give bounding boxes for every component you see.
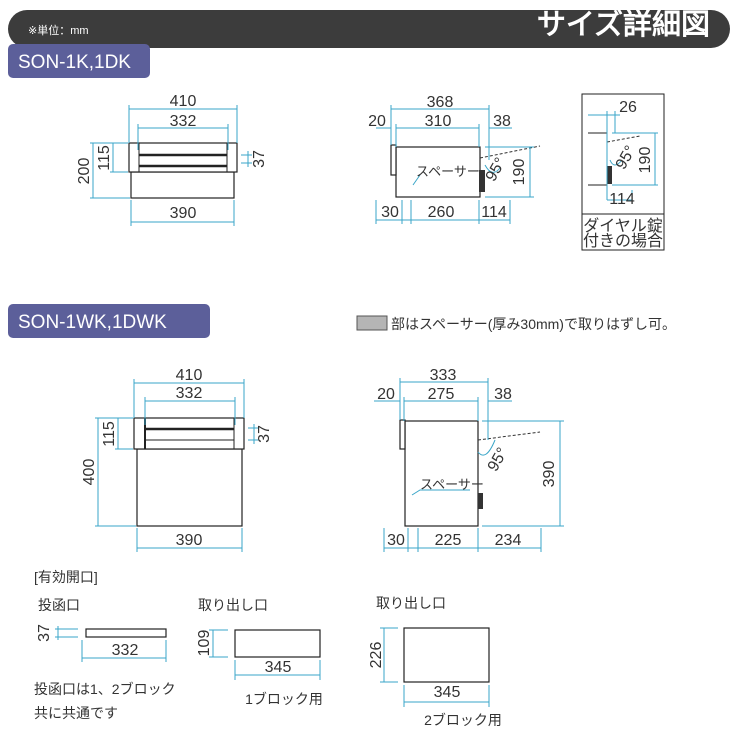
slot-dim-h: 37 [36, 624, 53, 642]
section-1-title: SON-1K,1DK [18, 52, 131, 73]
side-view-2: 333 20 275 38 30 225 234 390 95° スペーサー [374, 367, 564, 552]
dim-width-slot: 332 [170, 113, 197, 130]
takeout1-title: 取り出し口 [198, 597, 268, 613]
takeout2-dim-h: 226 [368, 642, 385, 669]
dim-width-body: 390 [176, 532, 203, 549]
dim-width-outer: 410 [170, 93, 197, 110]
dim-angle: 95° [483, 155, 510, 184]
dim-door: 234 [495, 532, 522, 549]
unit-note: ※単位：mm [28, 23, 89, 37]
spacer-label: スペーサー [416, 164, 480, 179]
takeout2-title: 取り出し口 [376, 595, 446, 611]
section-label-2: SON-1WK,1DWK [8, 304, 210, 338]
dial-caption-1: ダイヤル錠 [583, 217, 663, 235]
dim-spacer: 30 [387, 532, 405, 549]
front-view-1: 410 332 390 200 115 37 [76, 93, 268, 226]
spacer-legend-text: 部はスペーサー(厚み30mm)で取りはずし可。 [391, 316, 676, 332]
page-title: サイズ詳細図 [537, 7, 710, 41]
dim-height-slot: 37 [256, 425, 273, 443]
header-bar: ※単位：mm サイズ詳細図 [8, 7, 730, 48]
dim-depth-total: 333 [430, 367, 457, 384]
dim-depth-body: 225 [435, 532, 462, 549]
dim-spacer: 30 [381, 204, 399, 221]
dim-handle: 38 [493, 113, 511, 130]
slot-note-1: 投函口は1、2ブロック [34, 681, 176, 697]
slot-dim-w: 332 [112, 642, 139, 659]
slot-note-2: 共に共通です [34, 705, 118, 721]
dim-height: 390 [541, 461, 558, 488]
takeout2-dim-w: 345 [434, 684, 461, 701]
front-view-2: 410 332 390 400 115 37 [81, 367, 273, 552]
dial-lock-panel: 26 190 95° 114 ダイヤル錠 付きの場合 [581, 93, 665, 251]
dim-depth-top: 310 [425, 113, 452, 130]
takeout2-caption: 2ブロック用 [424, 712, 502, 728]
dim-width-slot: 332 [176, 385, 203, 402]
dim-angle: 95° [485, 445, 512, 474]
dim-height-slot: 37 [251, 150, 268, 168]
dial-dim-height: 190 [637, 147, 654, 174]
takeout1-dim-h: 109 [196, 630, 213, 657]
dim-plate: 20 [377, 386, 395, 403]
spacer-legend: 部はスペーサー(厚み30mm)で取りはずし可。 [356, 315, 676, 332]
dim-depth-top: 275 [428, 386, 455, 403]
section-2-title: SON-1WK,1DWK [18, 312, 167, 333]
takeout1-dim-w: 345 [265, 659, 292, 676]
dim-height: 190 [511, 159, 528, 186]
dim-depth-total: 368 [427, 94, 454, 111]
takeout1-caption: 1ブロック用 [245, 691, 323, 707]
dim-door: 114 [481, 204, 507, 221]
side-view-1: 368 20 310 38 30 260 114 190 95° スペーサー [368, 94, 541, 224]
dim-width-body: 390 [170, 205, 197, 222]
dim-plate: 20 [368, 113, 386, 130]
dim-height-total: 200 [76, 158, 93, 185]
openings-heading: [有効開口] [34, 569, 98, 585]
slot-title: 投函口 [38, 597, 80, 613]
dim-height-top: 115 [101, 421, 118, 447]
dim-height-total: 400 [81, 459, 98, 486]
effective-openings: [有効開口] 投函口 37 332 投函口は1、2ブロック 共に共通です 取り出… [34, 569, 502, 728]
section-label-1: SON-1K,1DK [8, 44, 150, 78]
dial-dim-bottom: 114 [609, 191, 635, 208]
dim-height-top: 115 [96, 145, 113, 171]
dial-caption-2: 付きの場合 [583, 232, 663, 250]
spacer-label: スペーサー [420, 477, 484, 492]
dial-dim-top: 26 [619, 99, 637, 116]
dim-depth-body: 260 [428, 204, 455, 221]
dim-width-outer: 410 [176, 367, 203, 384]
dim-handle: 38 [494, 386, 512, 403]
